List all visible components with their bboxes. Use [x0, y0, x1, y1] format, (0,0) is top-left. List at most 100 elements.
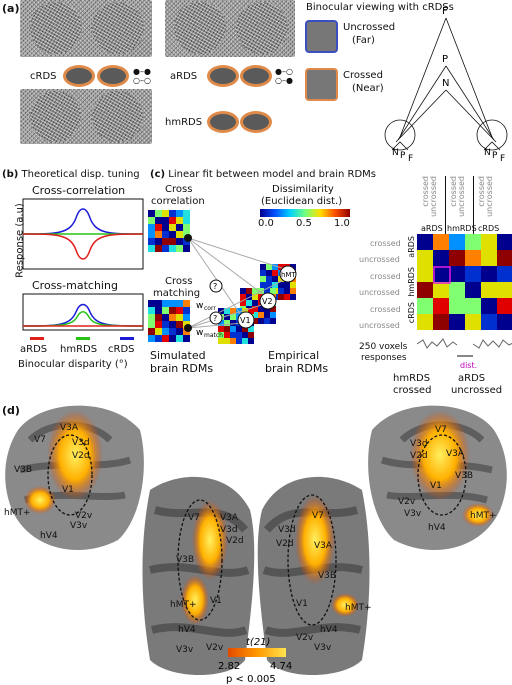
rdm-cell [284, 294, 290, 300]
x-cat-hmrds: hmRDS [60, 344, 98, 355]
stat-label: t(21) [246, 637, 270, 648]
row-group-ards: aRDS [407, 236, 416, 258]
col-label-5: uncrossed [485, 176, 494, 217]
rdm-cell [272, 276, 278, 282]
rdm-cell [481, 250, 497, 266]
rdm-cell [284, 288, 290, 294]
rdm-cell [252, 306, 258, 312]
rdm-cell [176, 231, 183, 238]
hmrds-stereo-pair [20, 89, 152, 144]
rdm-cell [272, 270, 278, 276]
rdm-cell [242, 338, 248, 344]
hmrds-curve-bottom [22, 311, 144, 327]
rdm-cell [465, 298, 481, 314]
roi-label: V2d [410, 451, 428, 461]
col-label-3: uncrossed [457, 176, 466, 217]
panel-c-letter: (c) [150, 169, 166, 180]
rdm-cell [224, 332, 230, 338]
rdm-cell [497, 314, 512, 330]
rdm-cell [169, 238, 176, 245]
tuning-xlabel: Binocular disparity (°) [18, 359, 128, 370]
rdm-cell [183, 245, 190, 252]
roi-label: V3d [72, 438, 90, 448]
x-cat-crds: cRDS [108, 344, 135, 355]
rdm-cell [169, 210, 176, 217]
rdm-cell [236, 332, 242, 338]
p-label: p < 0.005 [226, 674, 276, 685]
row-label-1: uncrossed [359, 255, 400, 264]
rdm-cell [169, 224, 176, 231]
rdm-cell [497, 266, 512, 282]
cross-correlation-title: Cross-correlation [32, 184, 126, 197]
rdm-cell [248, 326, 254, 332]
rdm-cell [449, 234, 465, 250]
q-match: ? [213, 314, 217, 323]
rdm-cell [183, 300, 190, 307]
rdm-cell [240, 288, 246, 294]
x-cat-ards: aRDS [20, 344, 48, 355]
hmrds-label: hmRDS [165, 117, 203, 128]
crds-match-icon: ●–●○–○ [133, 67, 151, 85]
roi-label: hV4 [40, 531, 58, 541]
empirical-label-2: brain RDMs [265, 362, 329, 375]
rdm-cell [162, 335, 169, 342]
cross-match-label-2: matching [153, 288, 201, 299]
dissim-title: Dissimilarity [272, 184, 334, 195]
hmrds-icon-left [207, 111, 239, 133]
roi-label: V3v [314, 643, 332, 653]
rdm-cell [162, 231, 169, 238]
rdm-cell [218, 332, 224, 338]
rdm-cell [169, 217, 176, 224]
rdm-cell [176, 307, 183, 314]
roi-label: V2d [72, 451, 90, 461]
rdm-cell [162, 300, 169, 307]
hmrds-icon-right [240, 111, 272, 133]
rdm-cell [270, 306, 276, 312]
rdm-cell [162, 210, 169, 217]
roi-label: V3B [14, 465, 32, 475]
rdm-cell [270, 318, 276, 324]
rdm-fit-diagram: ? ? V1 V2 hMT w corr w match [148, 210, 297, 344]
rdm-cell [148, 307, 155, 314]
rdm-cell [176, 335, 183, 342]
rdm-cell [497, 250, 512, 266]
roi-label: V2v [398, 497, 416, 507]
roi-label: V3A [446, 449, 465, 459]
rdm-cell [148, 321, 155, 328]
panel-c-heading: (c) Linear fit between model and brain R… [150, 169, 376, 180]
rdm-cell [169, 300, 176, 307]
rdm-cell [417, 298, 433, 314]
uncrossed-stimulus-icon [305, 20, 338, 53]
panel-b-heading: (b) Theoretical disp. tuning [2, 169, 140, 180]
q-corr: ? [213, 282, 217, 291]
voxels-label-2: responses [361, 353, 407, 363]
rdm-cell [266, 270, 272, 276]
rdm-cell [148, 300, 155, 307]
rdm-cell [148, 210, 155, 217]
rdm-cell [176, 314, 183, 321]
ards-label: aRDS [170, 71, 198, 82]
panel-b-letter: (b) [2, 169, 19, 180]
rdm-cell [148, 328, 155, 335]
uncrossed-label: Uncrossed [343, 22, 396, 33]
simulated-label-2: brain RDMs [150, 362, 214, 375]
roi-label: V7 [34, 435, 46, 445]
rdm-cell [433, 250, 449, 266]
rdm-cell [465, 234, 481, 250]
rdm-cell [433, 234, 449, 250]
roi-label: V3d [220, 525, 238, 535]
rdm-cell [183, 335, 190, 342]
rdm-cell [176, 238, 183, 245]
rdm-cell [260, 276, 266, 282]
rdm-cell [465, 282, 481, 298]
rdm-cell [176, 321, 183, 328]
rdm-cell [497, 298, 512, 314]
rdm-cell [155, 335, 162, 342]
rdm-cell [224, 326, 230, 332]
ards-icon-right [240, 65, 272, 87]
roi-label: V3B [455, 471, 473, 481]
roi-label: V2v [75, 511, 93, 521]
panel-b-title: Theoretical disp. tuning [21, 169, 140, 180]
large-rdm-area: crossed uncrossed crossed uncrossed cros… [359, 176, 512, 371]
rdm-cell [252, 318, 258, 324]
